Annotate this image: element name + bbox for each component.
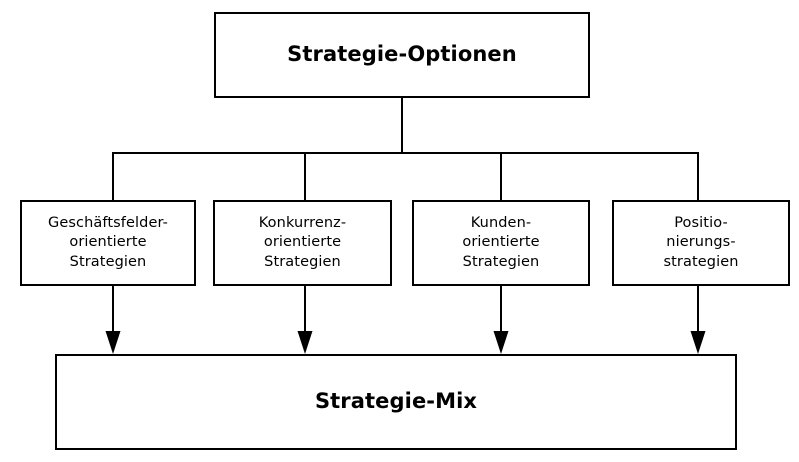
node-option-0-label: Geschäftsfelder- orientierte Strategien [44, 214, 172, 271]
node-option-0-line3: Strategien [69, 253, 147, 270]
node-option-1-line2: orientierte [263, 234, 342, 251]
arrowhead-0 [105, 331, 121, 354]
node-option-2-line3: Strategien [462, 253, 540, 270]
node-konkurrenz-orientierte-strategien: Konkurrenz- orientierte Strategien [213, 200, 392, 286]
arrowhead-2 [493, 331, 509, 354]
node-option-1-label: Konkurrenz- orientierte Strategien [255, 214, 350, 271]
node-option-3-line3: strategien [663, 253, 739, 270]
node-option-2-label: Kunden- orientierte Strategien [458, 214, 543, 271]
node-geschaeftsfelder-orientierte-strategien: Geschäftsfelder- orientierte Strategien [20, 200, 196, 286]
node-kunden-orientierte-strategien: Kunden- orientierte Strategien [412, 200, 590, 286]
node-strategie-mix-label: Strategie-Mix [314, 389, 478, 414]
node-option-3-line2: nierungs- [666, 234, 736, 251]
node-option-3-label: Positio- nierungs- strategien [659, 214, 742, 271]
arrowhead-3 [690, 331, 706, 354]
node-option-2-line2: orientierte [462, 234, 540, 251]
node-strategie-optionen-label: Strategie-Optionen [287, 42, 517, 67]
node-option-0-line2: orientierte [69, 234, 147, 251]
node-option-3-line1: Positio- [674, 215, 728, 232]
node-option-2-line1: Kunden- [470, 215, 532, 232]
node-positionierungsstrategien: Positio- nierungs- strategien [612, 200, 790, 286]
node-strategie-optionen: Strategie-Optionen [214, 12, 590, 98]
node-option-0-line1: Geschäftsfelder- [48, 215, 168, 232]
node-option-1-line1: Konkurrenz- [258, 215, 347, 232]
node-option-1-line3: Strategien [264, 253, 341, 270]
node-strategie-mix: Strategie-Mix [55, 354, 737, 450]
arrowhead-1 [297, 331, 313, 354]
